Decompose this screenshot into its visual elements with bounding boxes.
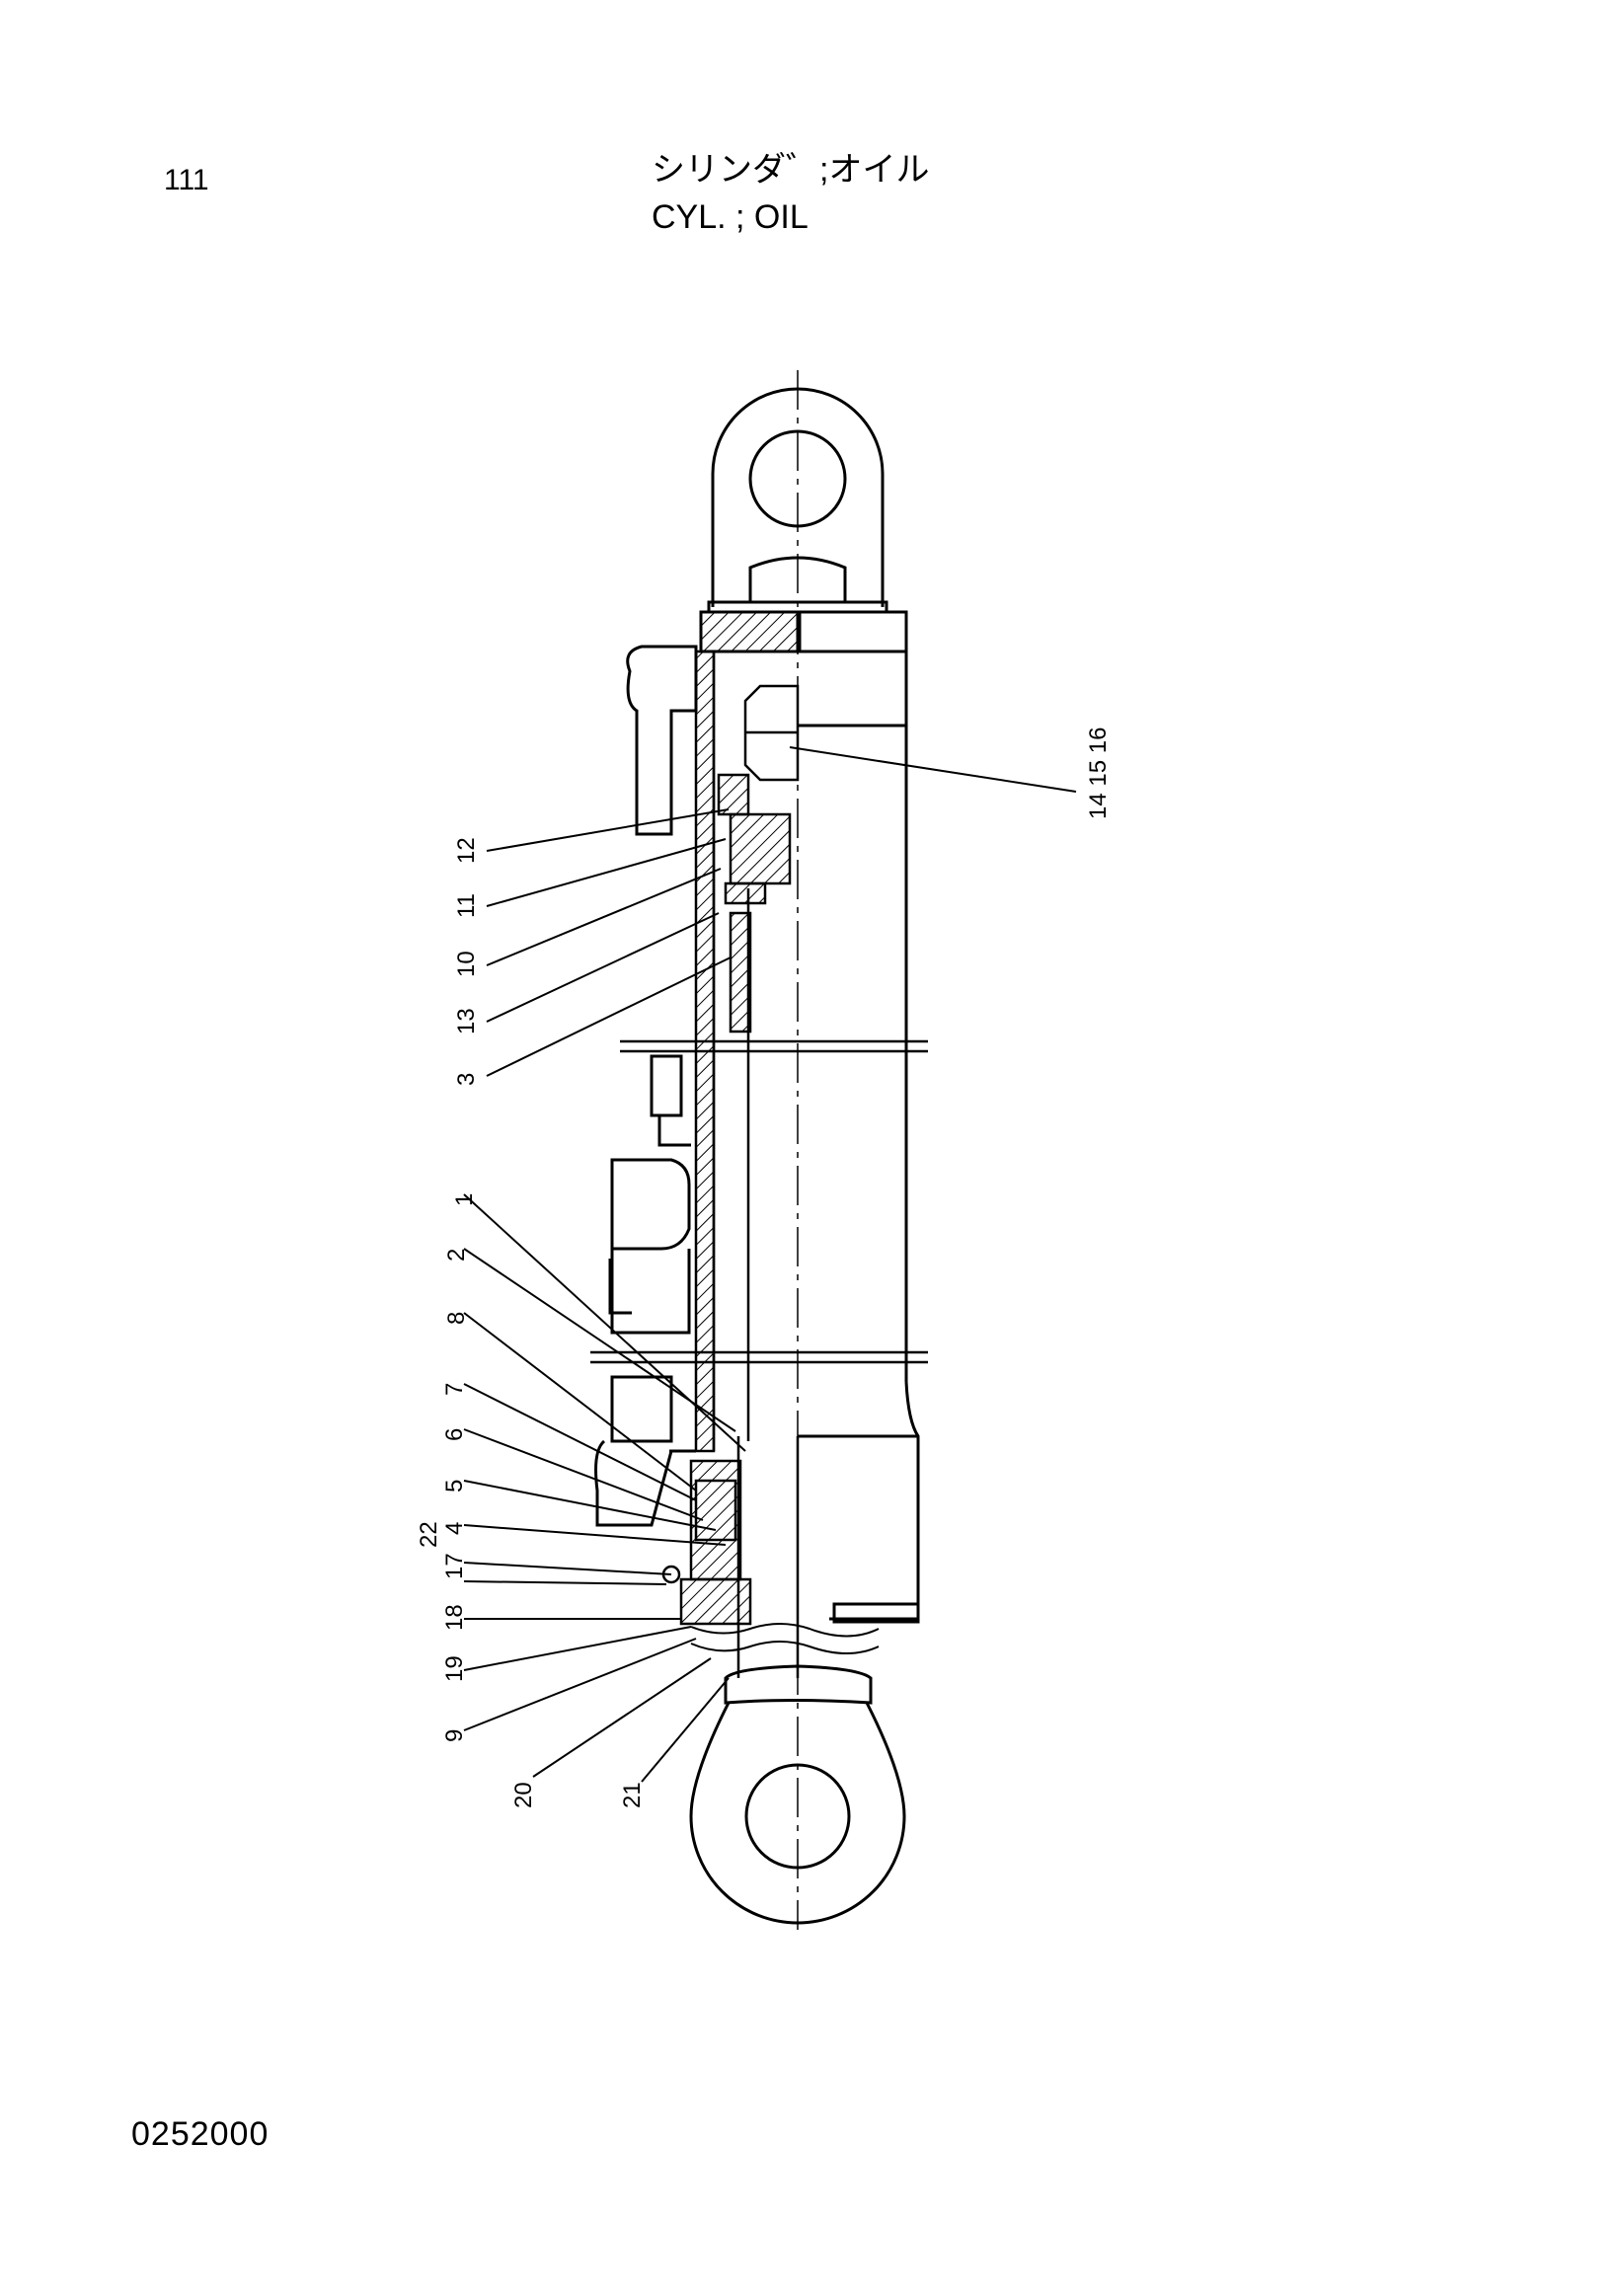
callout-19: 19 [441,1655,468,1682]
top-clevis [707,387,888,614]
callout-7: 7 [441,1383,468,1396]
title-japanese: シリンダ゛;オイル [652,151,930,189]
callout-20: 20 [510,1782,537,1808]
leader-lines [463,746,1077,1783]
callout-13: 13 [453,1008,480,1034]
callout-1: 1 [451,1193,478,1206]
rod-body [798,724,920,1624]
callout-4: 4 [441,1522,468,1535]
callout-8: 8 [443,1312,470,1325]
callout-9: 9 [441,1729,468,1742]
diagram-code: 0252000 [131,2115,270,2153]
break-marks [590,1039,928,1364]
head-cap [699,610,908,727]
callout-21: 21 [619,1782,646,1808]
oil-pipe [594,645,698,1527]
callout-11: 11 [453,893,480,918]
piston-assembly [717,684,800,1033]
callout-2: 2 [443,1249,470,1262]
callout-17: 17 [441,1553,468,1579]
dust-seal [690,1623,880,1654]
title-english: CYL. ; OIL [652,198,809,236]
callouts: 12 11 10 13 3 1 2 8 7 6 5 4 22 17 18 19 … [416,727,1112,1808]
page-number: 111 [164,164,209,196]
callout-14-15-16: 14 15 16 [1085,727,1112,819]
title-block: シリンダ゛;オイル CYL. ; OIL [652,146,929,241]
callout-3: 3 [453,1073,480,1086]
bottom-eye [689,1664,906,1925]
callout-5: 5 [441,1480,468,1492]
callout-12: 12 [453,837,480,864]
callout-10: 10 [453,951,480,977]
callout-6: 6 [441,1428,468,1441]
rod-gland [661,1436,800,1678]
callout-22: 22 [416,1521,442,1548]
callout-18: 18 [441,1604,468,1631]
